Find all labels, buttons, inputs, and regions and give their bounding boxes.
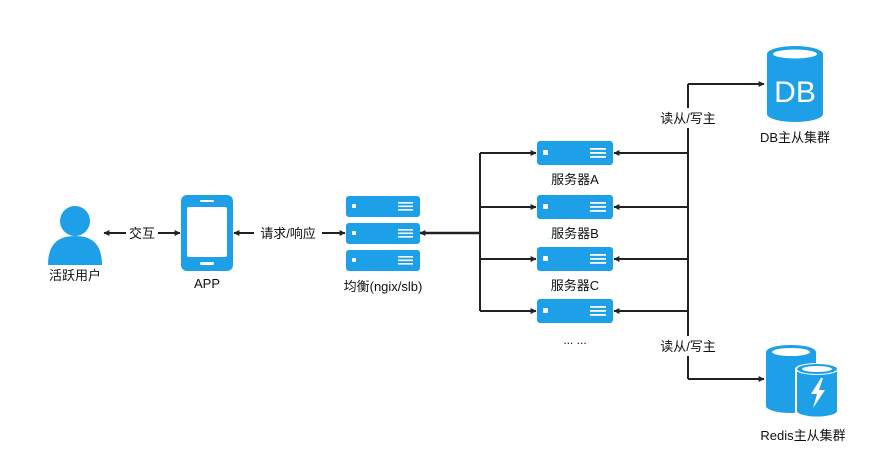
server-stack-icon [346,196,420,271]
database-icon: DB [767,46,823,122]
edge-label-to-db: 读从/写主 [660,111,716,126]
server-node-b: 服务器B [537,195,613,241]
server-icon [537,141,613,165]
lightning-icon [811,378,825,408]
lb-node: 均衡(ngix/slb) [344,196,423,294]
edge-label-app-lb: 请求/响应 [260,226,316,241]
lb-label: 均衡(ngix/slb) [344,279,423,294]
db-label: DB主从集群 [760,130,830,145]
server-icon [537,195,613,219]
edge-label-to-redis: 读从/写主 [660,339,716,354]
db-icon-text: DB [774,76,816,109]
server-label: 服务器A [551,172,599,187]
server-node-c: 服务器C [537,247,613,293]
server-label: 服务器B [551,226,599,241]
server-icon [537,299,613,323]
user-label: 活跃用户 [49,268,101,283]
server-icon [537,247,613,271]
server-label: 服务器C [551,278,599,293]
app-label: APP [194,276,220,291]
app-node: APP [181,195,233,291]
redis-database-icon [766,345,839,418]
server-node-a: 服务器A [537,141,613,187]
server-label: ... ... [563,333,586,347]
user-icon [48,206,102,265]
user-node: 活跃用户 [48,206,102,283]
db-node: DB DB主从集群 [760,46,830,145]
redis-label: Redis主从集群 [760,428,845,443]
connectors [103,81,765,382]
edge-label-user-app: 交互 [129,226,155,241]
server-node-d: ... ... [537,299,613,347]
redis-node: Redis主从集群 [760,345,846,443]
phone-icon [181,195,233,271]
